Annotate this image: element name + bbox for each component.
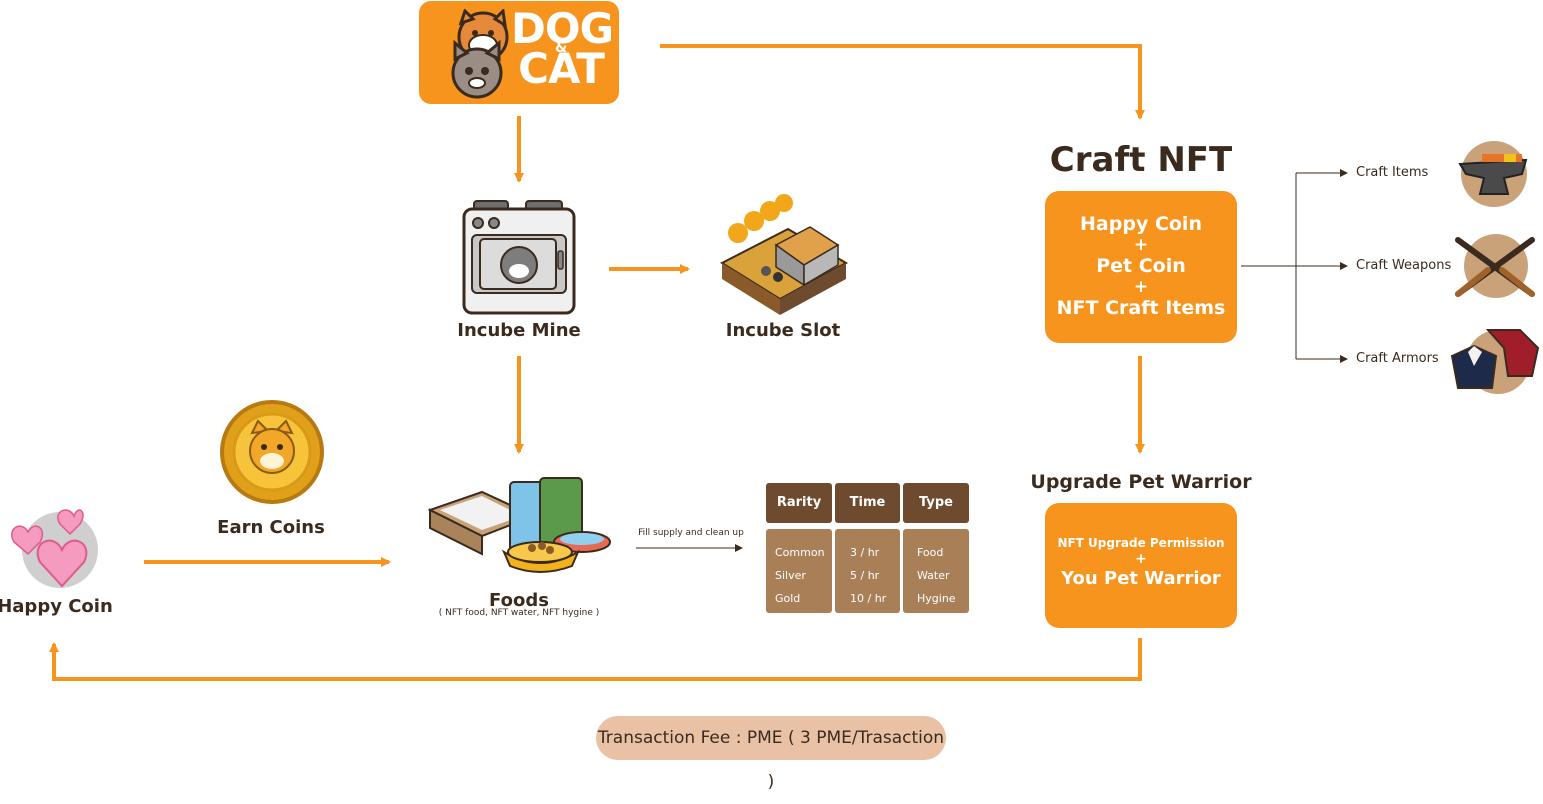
incube-slot-label: Incube Slot xyxy=(725,320,841,341)
table-header-time: Time xyxy=(835,483,900,523)
foods-label: Foods xyxy=(489,590,549,611)
happy-coin-label: Happy Coin xyxy=(0,596,113,617)
arrow-logo-to-craft xyxy=(660,44,1145,120)
incube-slot-farm-icon xyxy=(719,194,849,315)
table-cell: Silver xyxy=(775,569,806,582)
dog-cat-logo: DOG & CAT xyxy=(419,1,619,104)
table-cell: Hygine xyxy=(917,592,956,605)
table-cell: Water xyxy=(917,569,950,582)
table-header-rarity: Rarity xyxy=(766,483,832,523)
happy-coin-hearts-icon xyxy=(11,509,98,588)
craft-line-pet-coin: Pet Coin xyxy=(1096,255,1186,277)
transaction-fee-pill: Transaction Fee : PME ( 3 PME/Trasaction… xyxy=(596,716,946,792)
craft-nft-box: Happy Coin + Pet Coin + NFT Craft Items xyxy=(1045,191,1237,343)
pet-foods-icon xyxy=(428,477,611,573)
craft-plus: + xyxy=(1133,277,1149,297)
craft-weapons-label: Craft Weapons xyxy=(1356,258,1452,273)
craft-armors-label: Craft Armors xyxy=(1356,351,1439,366)
table-cell: 3 / hr xyxy=(850,546,880,559)
foods-subtitle: ( NFT food, NFT water, NFT hygine ) xyxy=(438,608,600,618)
upgrade-pet-warrior-title: Upgrade Pet Warrior xyxy=(1030,471,1252,493)
fill-supply-note: Fill supply and clean up xyxy=(638,528,744,538)
table-cell: 5 / hr xyxy=(850,569,880,582)
logo-wordmark: DOG & CAT xyxy=(511,4,614,93)
logo-word-cat: CAT xyxy=(518,44,605,93)
armor-set-icon xyxy=(1450,329,1540,394)
table-cell: Gold xyxy=(775,592,801,605)
flow-arrows xyxy=(49,44,1348,681)
logo-ampersand: & xyxy=(555,40,567,56)
table-column-type: Food Water Hygine xyxy=(903,529,969,613)
crossed-rifles-icon xyxy=(1455,234,1535,298)
anvil-icon xyxy=(1458,141,1528,207)
upgrade-line-pet-warrior: You Pet Warrior xyxy=(1061,568,1221,589)
table-cell: Food xyxy=(917,546,944,559)
table-column-time: 3 / hr 5 / hr 10 / hr xyxy=(835,529,900,613)
arrow-upgrade-to-happy xyxy=(49,638,1142,681)
incubator-machine-icon xyxy=(462,200,576,315)
upgrade-line-permission: NFT Upgrade Permission xyxy=(1057,536,1225,550)
craft-plus: + xyxy=(1133,235,1149,255)
logo-word-dog: DOG xyxy=(511,4,614,53)
table-cell: Common xyxy=(775,546,825,559)
upgrade-plus: + xyxy=(1135,551,1147,567)
table-header-type: Type xyxy=(903,483,969,523)
table-column-rarity: Common Silver Gold xyxy=(766,529,832,613)
table-cell: 10 / hr xyxy=(850,592,887,605)
incube-mine-label: Incube Mine xyxy=(457,320,581,341)
craft-nft-title: Craft NFT xyxy=(1049,140,1233,180)
earn-coins-label: Earn Coins xyxy=(217,517,325,538)
dog-cat-mascot-icon xyxy=(451,9,509,99)
gold-dog-coin-icon xyxy=(220,400,324,504)
craft-items-label: Craft Items xyxy=(1356,165,1429,180)
upgrade-box: NFT Upgrade Permission + You Pet Warrior xyxy=(1045,503,1237,628)
craft-line-nft-items: NFT Craft Items xyxy=(1056,297,1226,319)
craft-line-happy-coin: Happy Coin xyxy=(1080,213,1202,235)
